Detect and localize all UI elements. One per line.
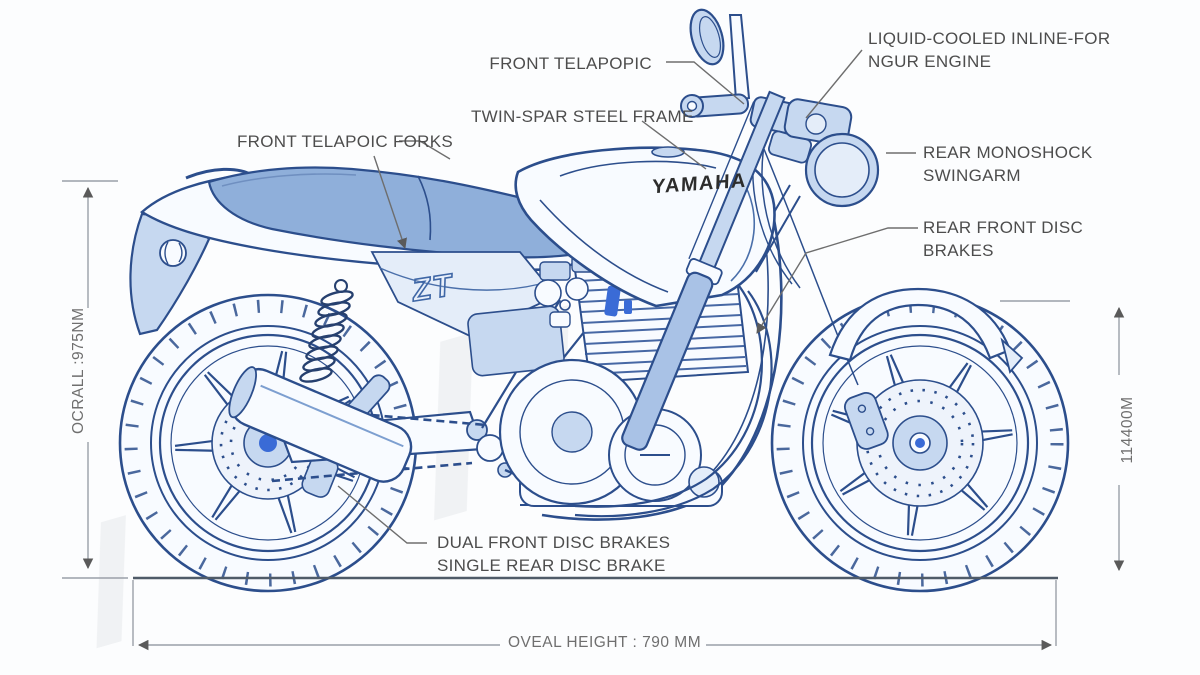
label-forks: FRONT TELAPOIC FORKS bbox=[237, 132, 454, 151]
leader-front-disc bbox=[337, 485, 427, 544]
engine-accent-part bbox=[604, 285, 621, 317]
muffler bbox=[228, 366, 413, 483]
label-front-disc: DUAL FRONT DISC BRAKES SINGLE REAR DISC … bbox=[437, 533, 671, 575]
mirror-head bbox=[689, 8, 725, 66]
label-front-telescopic: FRONT TELAPOPIC bbox=[489, 54, 652, 73]
leader-engine bbox=[805, 49, 863, 119]
side-badge: ZT bbox=[409, 266, 457, 309]
front-fork bbox=[621, 90, 786, 451]
label-rear-disc: REAR FRONT DISC BRAKES bbox=[923, 218, 1084, 260]
mirror-stalk bbox=[728, 14, 751, 102]
front-wheel bbox=[770, 293, 1070, 593]
label-engine: LIQUID-COOLED INLINE-FOR NGUR ENGINE bbox=[868, 29, 1111, 71]
front-brake-disc bbox=[856, 379, 984, 507]
tail-section bbox=[129, 166, 640, 336]
leader-front-telescopic bbox=[666, 61, 745, 105]
leader-lines bbox=[337, 49, 918, 544]
leader-forks-dash bbox=[399, 140, 451, 160]
dim-label-left-vertical: OCRALL :975NM bbox=[69, 307, 89, 442]
front-end bbox=[621, 8, 1024, 451]
leader-rear-disc bbox=[756, 227, 918, 334]
label-monoshock: REAR MONOSHOCK SWINGARM bbox=[923, 143, 1093, 185]
leader-frame bbox=[641, 120, 707, 170]
leader-forks-arrow bbox=[373, 155, 407, 249]
dim-label-right-vertical: 114400M bbox=[1118, 375, 1138, 485]
label-frame: TWIN-SPAR STEEL FRAME bbox=[471, 107, 694, 126]
tail-fin bbox=[129, 212, 211, 336]
dim-label-overall-height: OVEAL HEIGHT : 790 MM bbox=[500, 633, 706, 653]
front-brake-caliper bbox=[843, 392, 889, 450]
